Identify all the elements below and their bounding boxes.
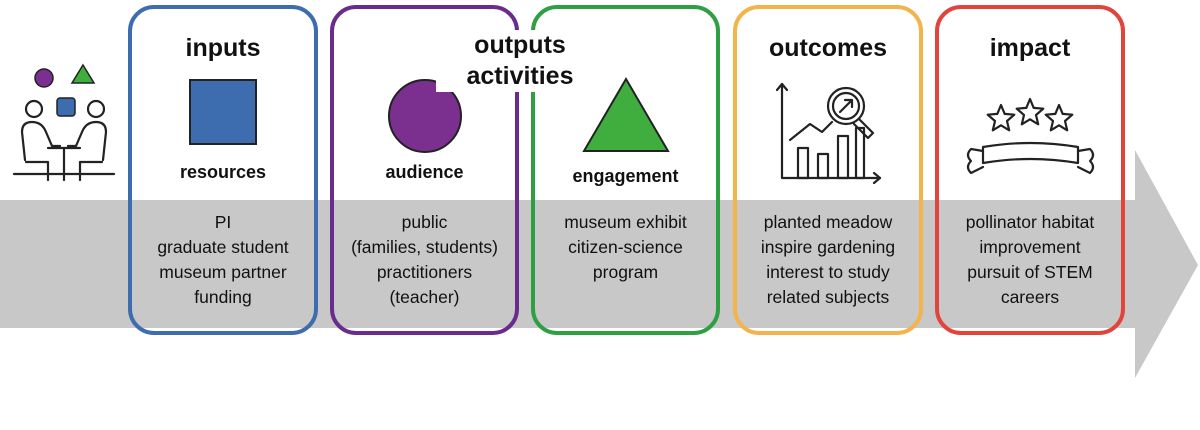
list-item: museum exhibit — [564, 212, 687, 232]
list-item: pursuit of STEM — [967, 262, 1093, 282]
list-item: (teacher) — [389, 287, 460, 307]
blue-square-icon — [56, 97, 76, 117]
list-item: interest to study — [766, 262, 890, 282]
star-icon — [986, 103, 1016, 132]
list-item: (families, students) — [351, 237, 498, 257]
inputs-heading: inputs — [185, 34, 261, 62]
inputs-stage — [128, 5, 318, 335]
list-item: planted meadow — [763, 212, 893, 232]
people-at-table-icon — [12, 63, 116, 182]
list-item: inspire gardening — [760, 237, 896, 257]
list-item: citizen-science — [568, 237, 683, 257]
green-triangle-icon — [582, 77, 670, 152]
inputs-list: PI graduate student museum partner fundi… — [128, 210, 318, 310]
star-icon — [1015, 97, 1045, 126]
list-item: funding — [194, 287, 252, 307]
engagement-label: engagement — [572, 166, 679, 186]
list-item: PI — [214, 212, 232, 232]
engagement-stage — [531, 5, 720, 335]
list-item: pollinator habitat — [965, 212, 1095, 232]
impact-stage — [935, 5, 1125, 335]
purple-circle-icon — [388, 79, 462, 153]
list-item: program — [592, 262, 659, 282]
list-item: public — [401, 212, 448, 232]
audience-list: public (families, students) practitioner… — [330, 210, 519, 310]
list-item: museum partner — [159, 262, 287, 282]
outcomes-list: planted meadow inspire gardening interes… — [733, 210, 923, 310]
list-item: graduate student — [157, 237, 289, 257]
outputs-label: outputs — [474, 31, 566, 59]
star-icon — [1044, 103, 1074, 132]
list-item: improvement — [979, 237, 1081, 257]
activities-label: activities — [466, 62, 574, 90]
blue-square-icon — [189, 79, 257, 145]
engagement-list: museum exhibit citizen-science program — [531, 210, 720, 285]
audience-label: audience — [385, 162, 464, 182]
resources-label: resources — [179, 162, 267, 182]
purple-circle-icon — [34, 68, 54, 88]
impact-list: pollinator habitat improvement pursuit o… — [935, 210, 1125, 310]
audience-stage — [330, 5, 519, 335]
impact-heading: impact — [989, 34, 1071, 62]
outcomes-heading: outcomes — [768, 34, 888, 62]
green-triangle-icon — [70, 63, 96, 84]
list-item: practitioners — [376, 262, 473, 282]
outcomes-stage — [733, 5, 923, 335]
list-item: related subjects — [766, 287, 890, 307]
stars-banner-icon — [966, 97, 1095, 175]
list-item: careers — [1000, 287, 1060, 307]
chart-magnifier-icon — [775, 82, 882, 184]
outputs-heading: outputs activities — [436, 30, 604, 92]
